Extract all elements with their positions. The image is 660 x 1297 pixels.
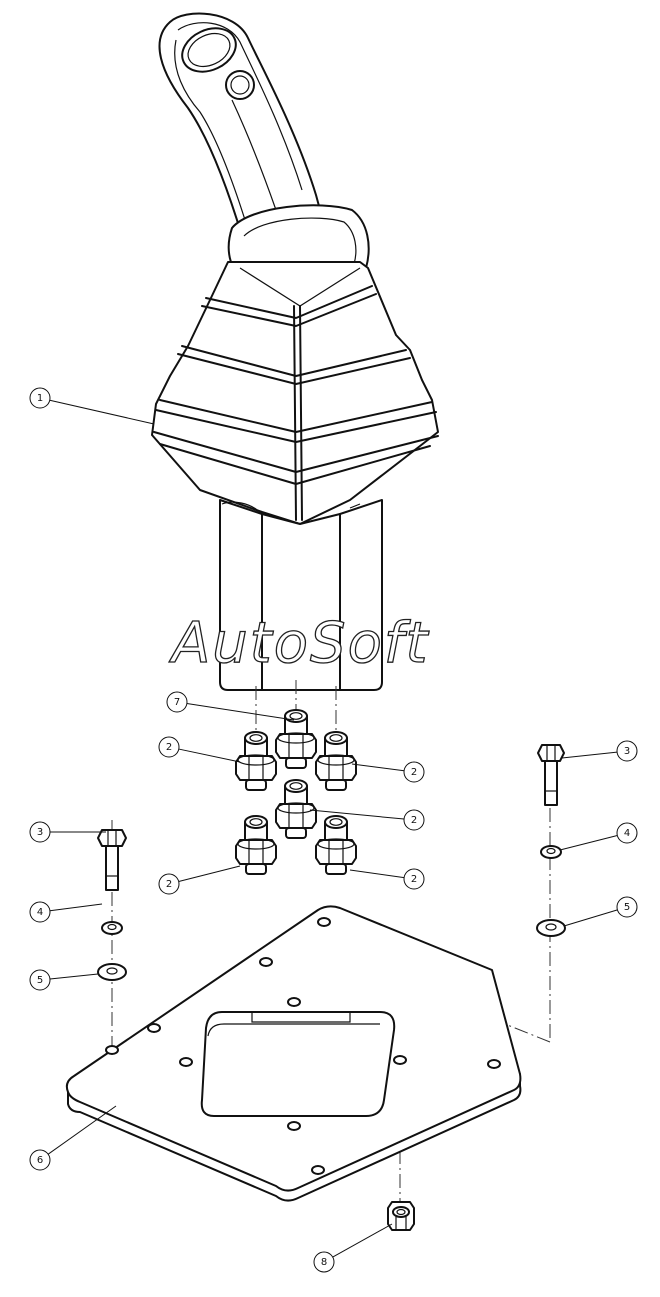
mounting-hole [287, 997, 301, 1007]
balloon-circle [29, 1149, 51, 1171]
washer-small-left [101, 921, 123, 935]
balloon-number: 5 [37, 975, 43, 986]
callout-7: 7 [166, 691, 295, 721]
callout-2b: 2 [351, 761, 425, 783]
callout-4l: 4 [29, 901, 103, 923]
mounting-hole [317, 917, 331, 927]
balloon-number: 2 [411, 874, 417, 885]
callout-2c: 2 [309, 809, 425, 831]
balloon-number: 6 [37, 1155, 43, 1166]
leader-line [351, 763, 405, 772]
callout-3l: 3 [29, 821, 106, 843]
balloon-circle [29, 387, 51, 409]
balloon-number: 7 [174, 697, 180, 708]
leader-line [49, 399, 155, 425]
fitting-4 [275, 779, 317, 839]
leader-line [332, 1223, 393, 1258]
callout-2e: 2 [349, 868, 425, 890]
balloon-number: 8 [321, 1257, 327, 1268]
left-bolt-stack [97, 829, 127, 981]
right-bolt-stack [536, 744, 566, 937]
balloon-number: 2 [411, 815, 417, 826]
callout-5r: 5 [563, 896, 638, 927]
balloon-circle [158, 736, 180, 758]
rubber-boot [151, 261, 439, 525]
mounting-hole [259, 957, 273, 967]
balloon-number: 5 [624, 902, 630, 913]
bolt-left [97, 829, 127, 891]
balloon-circle [403, 868, 425, 890]
leader-line [49, 973, 99, 980]
mounting-holes [105, 917, 501, 1175]
fitting-2 [275, 709, 317, 769]
balloon-number: 4 [37, 907, 43, 918]
fitting-1 [235, 731, 277, 791]
watermark-text: AutoSoft [169, 611, 430, 676]
leader-line [349, 869, 405, 879]
mounting-hole [147, 1023, 161, 1033]
balloon-circle [166, 691, 188, 713]
callout-5l: 5 [29, 969, 99, 991]
leader-line [559, 834, 618, 851]
leader-line [49, 903, 103, 912]
mounting-hole [287, 1121, 301, 1131]
mounting-hole [311, 1165, 325, 1175]
hydraulic-fittings [235, 709, 357, 875]
mounting-hole [487, 1059, 501, 1069]
leader-line [561, 751, 618, 759]
handle-button-icon [225, 70, 255, 100]
fitting-6 [315, 815, 357, 875]
balloon-circle [29, 901, 51, 923]
balloon-circle [403, 809, 425, 831]
fitting-3 [315, 731, 357, 791]
washer-small-right [540, 845, 562, 859]
balloon-circle [29, 969, 51, 991]
callout-2d: 2 [158, 865, 241, 895]
callout-2a: 2 [158, 736, 241, 763]
leader-line [563, 909, 618, 927]
bolt-right [537, 744, 565, 806]
callout-1: 1 [29, 387, 155, 425]
balloon-circle [29, 821, 51, 843]
callout-4r: 4 [559, 822, 638, 851]
joystick-handle [158, 12, 327, 248]
balloon-circle [158, 873, 180, 895]
valve-body [219, 499, 383, 691]
fitting-5 [235, 815, 277, 875]
mounting-hole [105, 1045, 119, 1055]
balloon-number: 3 [37, 827, 43, 838]
callout-8: 8 [313, 1223, 393, 1273]
balloon-circle [313, 1251, 335, 1273]
hex-nut [387, 1201, 415, 1231]
balloon-number: 1 [37, 393, 43, 404]
leader-line [186, 703, 295, 721]
balloon-circle [616, 822, 638, 844]
washer-large-left [97, 963, 127, 981]
callout-6: 6 [29, 1105, 117, 1171]
leader-line [178, 748, 241, 763]
callout-3r: 3 [561, 740, 638, 762]
mounting-plate [65, 905, 522, 1202]
balloon-number: 2 [166, 742, 172, 753]
leader-line [178, 865, 241, 883]
washer-large-right [536, 919, 566, 937]
mounting-hole [179, 1057, 193, 1067]
balloon-circle [616, 896, 638, 918]
balloon-number: 4 [624, 828, 630, 839]
balloon-number: 2 [411, 767, 417, 778]
balloon-circle [403, 761, 425, 783]
balloon-circle [616, 740, 638, 762]
leader-line [47, 1105, 117, 1155]
balloon-number: 3 [624, 746, 630, 757]
mounting-hole [393, 1055, 407, 1065]
balloon-number: 2 [166, 879, 172, 890]
leader-line [309, 809, 405, 820]
part-callouts: 1 7 2 2 2 2 2 3 3 4 4 5 5 6 8 [29, 387, 638, 1273]
